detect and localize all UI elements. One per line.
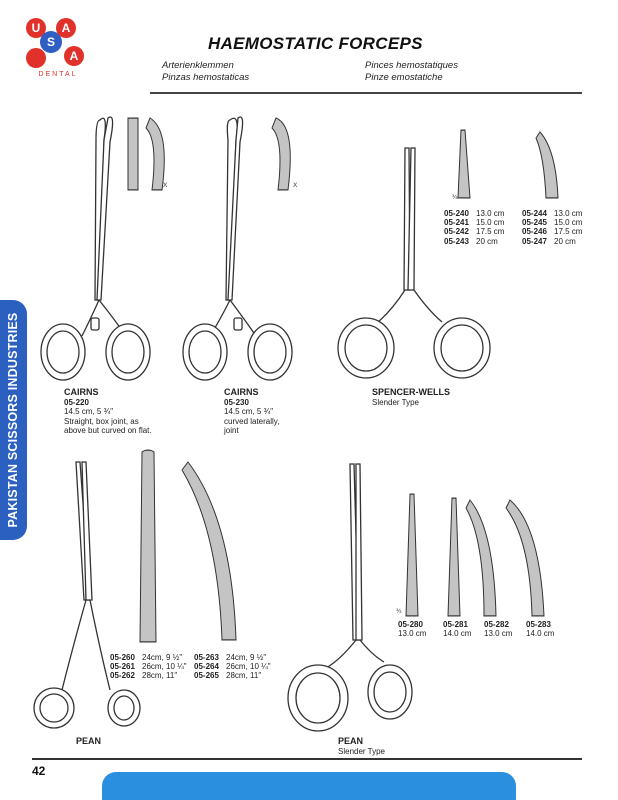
pean-forceps	[33, 461, 141, 729]
translation-italian: Pinze emostatiche	[365, 72, 443, 83]
cairns-220-desc-1: Straight, box joint, as	[64, 416, 139, 426]
logo-letter-a: A	[62, 21, 71, 35]
scale-mark-pean-slender: ¾	[396, 608, 402, 615]
pean-slender-size-283: 05-283 14.0 cm	[526, 620, 555, 639]
cairns-220-desc-2: above but curved on flat.	[64, 426, 152, 435]
scale-mark-spencer-wells: ¾	[452, 194, 458, 201]
pean-label: PEAN	[76, 736, 102, 747]
spencer-wells-forceps	[337, 147, 491, 379]
logo-letter-s: S	[47, 35, 55, 49]
logo-letter-u: U	[32, 21, 41, 35]
cairns-230-desc-2: joint	[224, 426, 239, 435]
pean-slender-size-281: 05-281 14.0 cm	[443, 620, 472, 639]
cairns-220-code: 05-220	[64, 397, 89, 407]
translation-spanish: Pinzas hemostaticas	[162, 72, 250, 83]
cairns-220-name: CAIRNS	[64, 387, 99, 397]
spencer-wells-jaw-detail	[457, 129, 559, 199]
page-number: 42	[32, 764, 46, 778]
cairns-220-size: 14.5 cm, 5 ¾"	[64, 407, 114, 416]
logo-word: DENTAL	[38, 71, 77, 78]
pean-slender-sub: Slender Type	[338, 746, 385, 756]
cairns-230-jaw-detail	[271, 117, 291, 191]
pean-slender-size-280: 05-280 13.0 cm	[398, 620, 427, 639]
scale-mark-cairns-230: X	[293, 182, 298, 189]
translation-german: Arterienklemmen	[162, 60, 234, 71]
pean-slender-jaw-detail	[405, 493, 545, 617]
cairns-230-name: CAIRNS	[224, 387, 259, 397]
pean-name: PEAN	[76, 736, 102, 746]
side-tab	[0, 300, 27, 540]
translation-french: Pinces hemostatiques	[365, 60, 458, 71]
brand-logo: U S A A DENTAL	[14, 14, 104, 80]
scale-mark-cairns-220: X	[163, 182, 168, 189]
pean-slender-size-282: 05-282 13.0 cm	[484, 620, 513, 639]
pean-slender-name: PEAN	[338, 736, 364, 746]
cairns-230-desc-1: curved laterally,	[224, 416, 280, 426]
footer-rule	[32, 758, 582, 760]
page-title: HAEMOSTATIC FORCEPS	[208, 34, 423, 53]
cairns-230-label: CAIRNS 05-230 14.5 cm, 5 ¾" curved later…	[224, 387, 334, 436]
pean-jaw-detail	[139, 449, 237, 643]
footer-bar	[102, 772, 516, 800]
spencer-wells-sub: Slender Type	[372, 397, 419, 407]
cairns-230-forceps	[182, 116, 293, 381]
cairns-220-forceps	[40, 116, 151, 381]
logo-letter-a2: A	[70, 49, 79, 63]
spencer-wells-label: SPENCER-WELLS Slender Type	[372, 387, 492, 407]
pean-slender-forceps	[287, 463, 413, 732]
cairns-220-jaw-detail	[127, 117, 165, 191]
cairns-230-code: 05-230	[224, 397, 249, 407]
header-rule	[150, 92, 582, 94]
cairns-220-label: CAIRNS 05-220 14.5 cm, 5 ¾" Straight, bo…	[64, 387, 184, 436]
spencer-wells-name: SPENCER-WELLS	[372, 387, 451, 397]
cairns-230-size: 14.5 cm, 5 ¾"	[224, 407, 274, 416]
pean-slender-label: PEAN Slender Type	[338, 736, 458, 756]
